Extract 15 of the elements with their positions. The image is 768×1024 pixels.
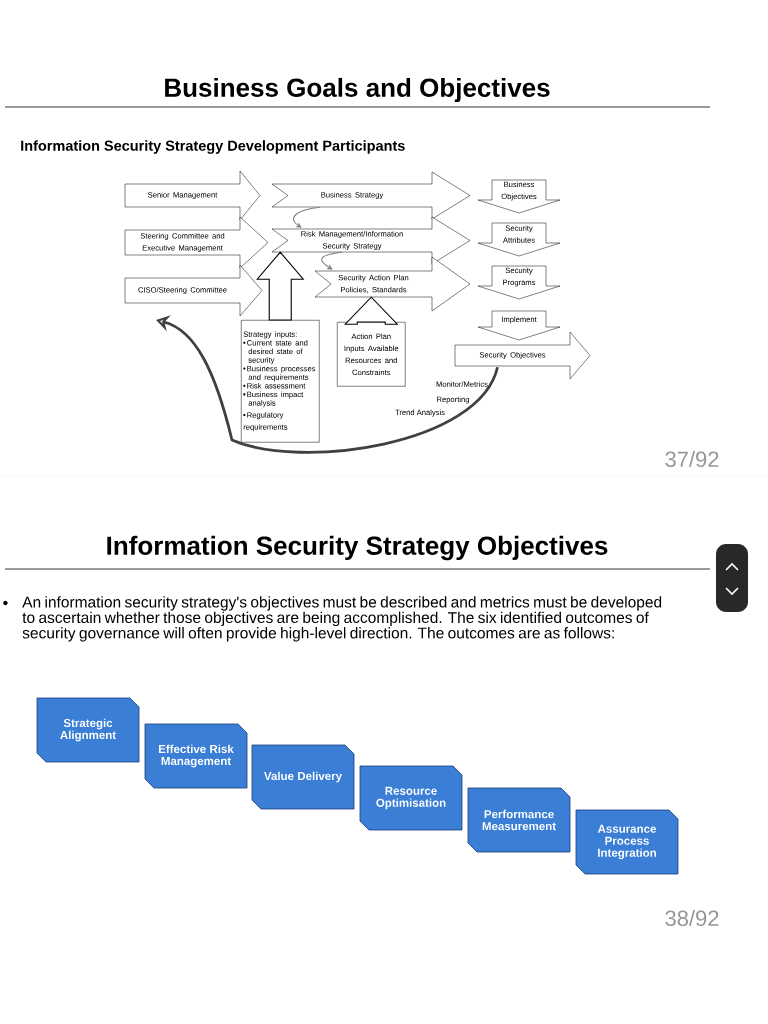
page-number: 38/92 bbox=[665, 909, 719, 927]
process-box: Value Delivery bbox=[251, 744, 355, 810]
title: Business Goals and Objectives bbox=[165, 77, 550, 103]
process-box: Assurance Process Integration bbox=[575, 809, 679, 875]
process-box: Strategic Alignment bbox=[36, 697, 140, 763]
block-arrow bbox=[256, 251, 305, 321]
bullet-paragraph: An information security strategy's objectives must be described and metrics must be developed to ascertain whether those objectives are being accomplished. The six identified outcomes of security governance will often provide high-level direction. The outcomes are as follows: bbox=[3, 596, 662, 642]
title: Information Security Strategy Objectives bbox=[107, 535, 608, 561]
curved-arrow bbox=[293, 206, 321, 228]
page-number: 37/92 bbox=[665, 450, 719, 468]
process-box: Performance Measurement bbox=[467, 787, 571, 853]
block-arrow bbox=[343, 296, 399, 325]
subtitle: Information Security Strategy Development Participants bbox=[21, 140, 405, 154]
process-box: Resource Optimisation bbox=[359, 765, 463, 831]
process-box: Effective Risk Management bbox=[144, 723, 248, 789]
